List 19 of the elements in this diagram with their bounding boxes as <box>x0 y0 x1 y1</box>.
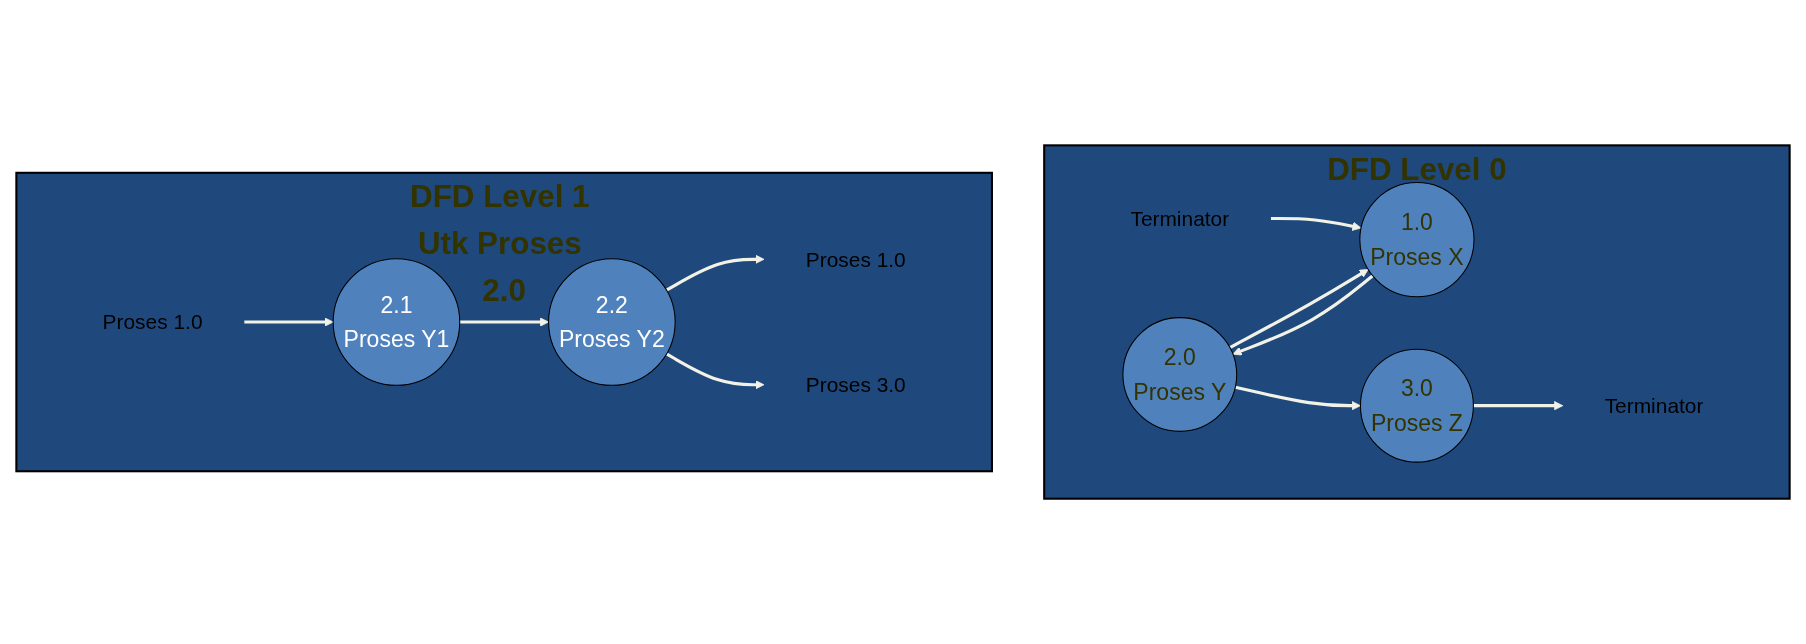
arrow <box>665 254 765 292</box>
arrow <box>1234 385 1361 411</box>
arrow <box>1229 268 1369 349</box>
node-circle: 2.0 Proses Y <box>1122 317 1238 432</box>
arrow <box>1473 401 1564 411</box>
node-circle: 1.0 Proses X <box>1359 182 1475 298</box>
node-text: Terminator <box>1604 394 1704 418</box>
node-text: Terminator <box>1130 206 1230 230</box>
node-text: Proses 3.0 <box>805 373 906 397</box>
arrow <box>1232 274 1374 356</box>
arrow <box>459 317 549 327</box>
arrow <box>244 317 334 327</box>
node-circle: 3.0 Proses Z <box>1359 348 1474 463</box>
arrow <box>1271 216 1362 231</box>
node-circle: 2.2 Proses Y2 <box>548 258 676 386</box>
node-text: Proses 1.0 <box>102 310 203 334</box>
node-text: Proses 1.0 <box>805 247 906 271</box>
node-circle: 2.1 Proses Y1 <box>332 258 461 386</box>
arrow <box>665 352 765 390</box>
